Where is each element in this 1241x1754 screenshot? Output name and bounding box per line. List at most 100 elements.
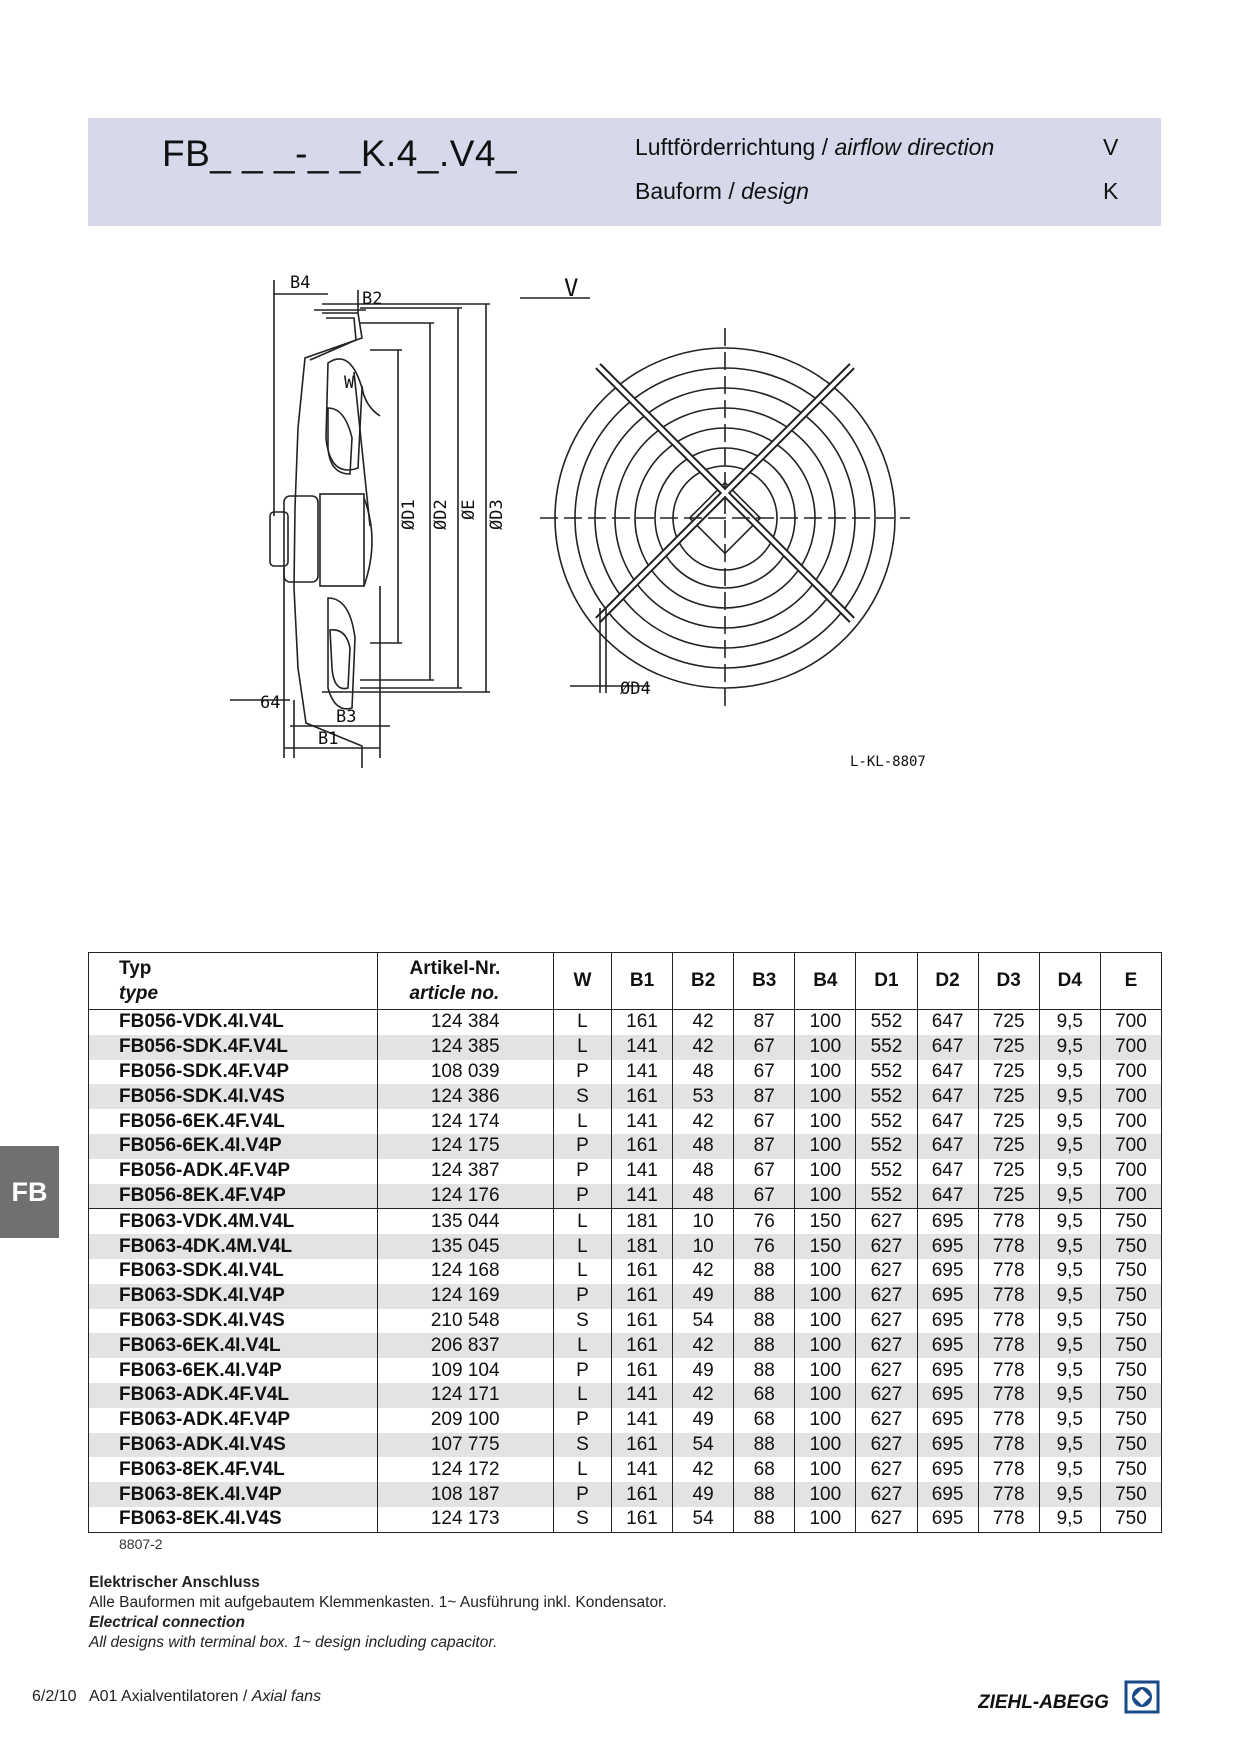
product-code: FB_ _ _-_ _K.4_.V4_	[162, 133, 518, 174]
cell-b3: 88	[733, 1308, 795, 1334]
notes-text-de: Alle Bauformen mit aufgebautem Klemmenka…	[89, 1594, 667, 1611]
header-b2: B2	[672, 952, 734, 1010]
cell-w: L	[552, 1109, 612, 1134]
cell-d1: 627	[855, 1308, 917, 1334]
cell-d2: 695	[916, 1333, 979, 1359]
header-article: Artikel-Nr.article no.	[376, 952, 554, 1010]
table-note: 8807-2	[119, 1536, 163, 1552]
footer-page: 6/2/10	[32, 1688, 77, 1705]
cell-d1: 627	[855, 1407, 917, 1433]
cell-b3: 88	[733, 1482, 795, 1507]
fan-drawing-svg: B4 B2 W ØD1 ØD2 ØE ØD3 V ØD4 64 B3 B1 L-…	[230, 273, 926, 770]
cell-w: L	[552, 1382, 612, 1408]
notes-text-en: All designs with terminal box. 1~ design…	[89, 1634, 498, 1651]
cell-d4: 9,5	[1038, 1333, 1101, 1359]
cell-d1: 627	[855, 1432, 917, 1458]
cell-type: FB056-ADK.4F.V4P	[119, 1160, 291, 1182]
cell-b4: 100	[794, 1009, 856, 1035]
cell-d2: 695	[916, 1234, 979, 1259]
cell-type: FB063-VDK.4M.V4L	[88, 1208, 378, 1235]
cell-d4: 9,5	[1038, 1084, 1101, 1110]
cell-b2: 53	[672, 1084, 734, 1110]
cell-d2: 695	[916, 1283, 979, 1309]
cell-d4: 9,5	[1038, 1432, 1101, 1458]
cell-b1: 181	[610, 1234, 673, 1259]
footer-section-en: Axial fans	[251, 1688, 322, 1705]
cell-e: 750	[1099, 1457, 1162, 1483]
cell-e: 750	[1099, 1382, 1162, 1408]
cell-d3: 725	[977, 1158, 1040, 1184]
cell-b4: 150	[794, 1234, 856, 1259]
cell-d3: 778	[977, 1457, 1040, 1483]
cell-b2: 54	[672, 1308, 734, 1334]
cell-type: FB063-6EK.4I.V4P	[119, 1359, 282, 1381]
cell-b3: 88	[733, 1333, 795, 1359]
cell-b4: 100	[794, 1457, 856, 1483]
cell-b3: 76	[733, 1208, 795, 1235]
cell-b2: 42	[672, 1109, 734, 1134]
cell-b4: 100	[794, 1333, 856, 1359]
cell-d1: 627	[855, 1482, 917, 1507]
cell-w: P	[552, 1059, 612, 1085]
cell-e: 750	[1099, 1407, 1162, 1433]
cell-b3: 67	[733, 1059, 795, 1085]
cell-b1: 161	[610, 1133, 673, 1159]
label-64: 64	[260, 693, 280, 713]
cell-art: 124 175	[376, 1133, 554, 1159]
header-b1: B1	[610, 952, 673, 1010]
cell-art: 124 386	[376, 1084, 554, 1110]
cell-d2: 695	[916, 1258, 979, 1284]
cell-e: 700	[1099, 1158, 1162, 1184]
cell-b2: 42	[672, 1009, 734, 1035]
cell-b3: 88	[733, 1506, 795, 1533]
cell-b3: 67	[733, 1109, 795, 1134]
cell-type: FB056-SDK.4F.V4L	[88, 1034, 378, 1060]
cell-b3: 87	[733, 1133, 795, 1159]
cell-b4: 100	[794, 1109, 856, 1134]
cell-w: P	[552, 1283, 612, 1309]
cell-d4: 9,5	[1038, 1457, 1101, 1483]
cell-d1: 627	[855, 1382, 917, 1408]
cell-art: 124 174	[376, 1109, 554, 1134]
cell-d4: 9,5	[1038, 1208, 1101, 1235]
side-view	[230, 280, 490, 768]
cell-b4: 100	[794, 1183, 856, 1209]
cell-d2: 647	[916, 1034, 979, 1060]
cell-d3: 778	[977, 1308, 1040, 1334]
cell-b2: 42	[672, 1034, 734, 1060]
cell-b1: 161	[610, 1009, 673, 1035]
cell-b3: 76	[733, 1234, 795, 1259]
cell-type: FB063-8EK.4I.V4S	[119, 1508, 282, 1530]
cell-art: 210 548	[376, 1308, 554, 1334]
cell-b1: 141	[610, 1457, 673, 1483]
cell-art: 135 045	[376, 1234, 554, 1259]
cell-type: FB056-VDK.4I.V4L	[119, 1011, 284, 1033]
cell-b2: 54	[672, 1506, 734, 1533]
cell-b1: 141	[610, 1158, 673, 1184]
cell-type: FB056-6EK.4F.V4L	[119, 1110, 285, 1132]
cell-art: 124 169	[376, 1283, 554, 1309]
cell-e: 750	[1099, 1333, 1162, 1359]
footer-section-de: A01 Axialventilatoren /	[88, 1688, 252, 1705]
cell-b4: 100	[794, 1084, 856, 1110]
label-b4: B4	[290, 273, 310, 293]
cell-e: 700	[1099, 1059, 1162, 1085]
cell-b1: 161	[610, 1258, 673, 1284]
cell-d3: 778	[977, 1358, 1040, 1383]
cell-e: 750	[1099, 1482, 1162, 1507]
technical-drawing: B4 B2 W ØD1 ØD2 ØE ØD3 V ØD4 64 B3 B1 L-…	[230, 268, 1050, 868]
cell-b4: 100	[794, 1258, 856, 1284]
header-d4: D4	[1038, 952, 1101, 1010]
cell-b2: 10	[672, 1234, 734, 1259]
cell-d2: 647	[916, 1158, 979, 1184]
cell-d3: 778	[977, 1234, 1040, 1259]
